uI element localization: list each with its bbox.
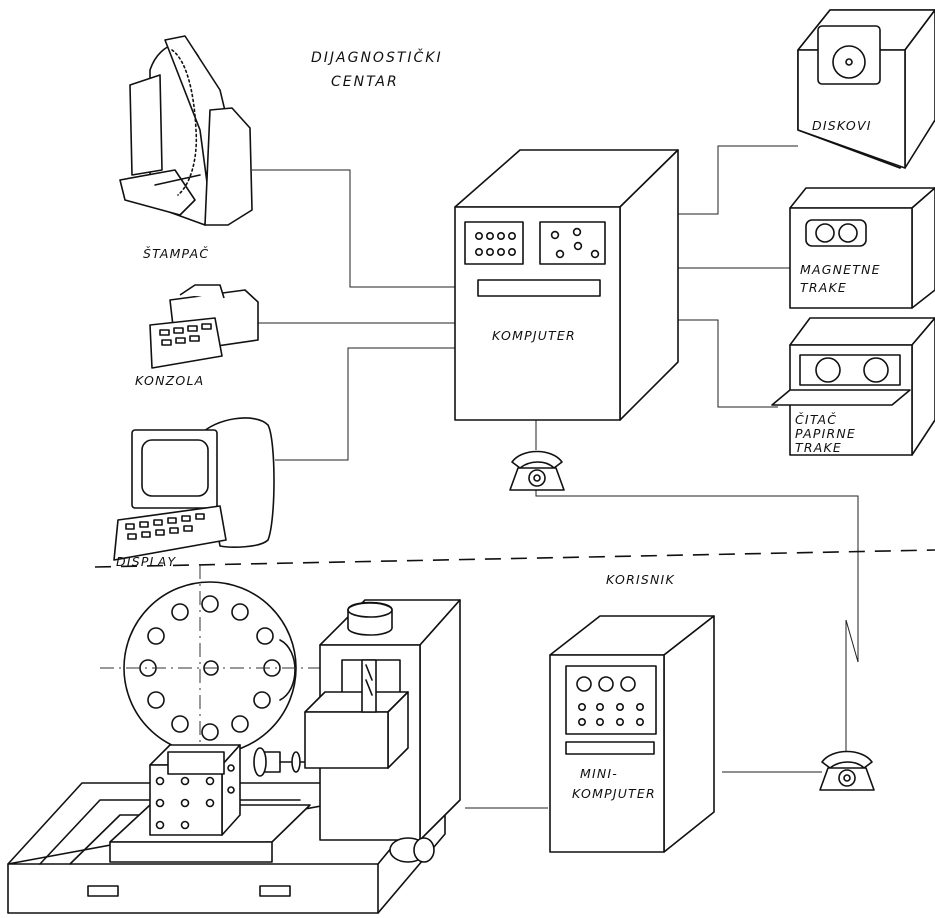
computer-icon (455, 150, 678, 420)
user-area-label: KORISNIK (606, 572, 675, 587)
display-label: DISPLAY (116, 554, 176, 569)
console-icon (150, 285, 258, 368)
telephone-icon (510, 452, 564, 491)
magnetic-tapes-label-line1: MAGNETNE (800, 262, 881, 277)
diagnostic-center-title-line2: CENTAR (331, 74, 399, 90)
display-icon (114, 418, 274, 560)
minicomputer-icon (550, 616, 714, 852)
machine-tool-icon (8, 565, 460, 913)
disks-icon (798, 10, 935, 168)
user-telephone-icon (820, 752, 874, 791)
minicomputer-label-line1: MINI- (580, 766, 618, 781)
console-label: KONZOLA (135, 373, 204, 388)
printer-icon (120, 36, 252, 225)
diagnostic-center-title-line1: DIJAGNOSTIČKI (311, 48, 443, 66)
boundary-line (95, 550, 935, 567)
computer-label: KOMPJUTER (492, 328, 576, 343)
minicomputer-label-line2: KOMPJUTER (572, 786, 656, 801)
tape-reader-label-line1: ČITAČ (795, 412, 837, 427)
tape-reader-label-line3: TRAKE (795, 440, 842, 455)
disks-label: DISKOVI (812, 118, 872, 133)
tape-reader-label-line2: PAPIRNE (795, 426, 856, 441)
magnetic-tapes-label-line2: TRAKE (800, 280, 847, 295)
printer-label: ŠTAMPAČ (143, 246, 209, 261)
